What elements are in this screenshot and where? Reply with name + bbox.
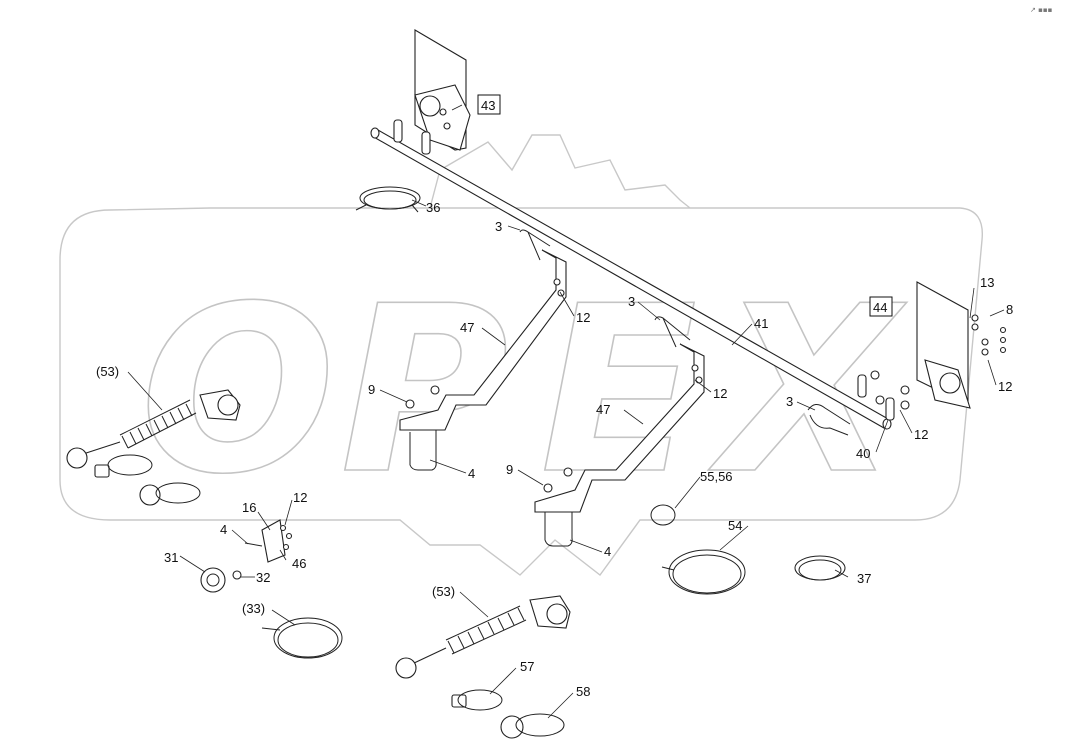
left-light-bracket	[393, 29, 471, 155]
callout-36: 36	[426, 200, 440, 215]
callout-40: 40	[856, 446, 870, 461]
callout-47-right-arm: 47	[596, 402, 610, 417]
socket-bracket-assembly	[200, 519, 293, 593]
callout-12-right-plate: 12	[998, 379, 1012, 394]
ring-55-56	[650, 504, 676, 526]
callout-3-bar-end: 3	[786, 394, 793, 409]
cable-58	[500, 713, 565, 739]
callout-9-right: 9	[506, 462, 513, 477]
right-support-arm	[534, 316, 705, 547]
callout-4-left: 4	[468, 466, 475, 481]
callout-3-right-arm: 3	[628, 294, 635, 309]
callout-33: (33)	[242, 601, 265, 616]
cable-coil-36	[355, 186, 421, 213]
callout-37: 37	[857, 571, 871, 586]
callout-8: 8	[1006, 302, 1013, 317]
callout-31: 31	[164, 550, 178, 565]
callout-12-left-arm: 12	[576, 310, 590, 325]
cable-coil-33	[261, 617, 343, 659]
callout-43: 43	[481, 98, 495, 113]
callout-12-bar-end: 12	[914, 427, 928, 442]
leader-lines	[127, 104, 1005, 719]
callout-41: 41	[754, 316, 768, 331]
callout-53-bottom: (53)	[432, 584, 455, 599]
callout-13: 13	[980, 275, 994, 290]
callout-box-44	[869, 296, 893, 317]
callout-12-socket: 12	[293, 490, 307, 505]
spiral-cable-bottom	[395, 595, 571, 679]
callout-47-left-arm: 47	[460, 320, 474, 335]
watermark-gear-outline	[59, 134, 984, 576]
callout-labels: 43 44 36 3 12 47 (53) 9 4 3 41 12 47 13 …	[96, 94, 1013, 699]
spiral-cable-left	[66, 389, 241, 506]
callout-32: 32	[256, 570, 270, 585]
callout-16: 16	[242, 500, 256, 515]
corner-mark: ↗ ▪▪▪	[1030, 6, 1053, 14]
callout-53-left: (53)	[96, 364, 119, 379]
right-light-bracket	[857, 281, 1007, 421]
callout-4-socket: 4	[220, 522, 227, 537]
u-bolt-right	[807, 404, 851, 436]
callout-44: 44	[873, 300, 887, 315]
callout-12-right-arm: 12	[713, 386, 727, 401]
callout-3-left-arm: 3	[495, 219, 502, 234]
callout-57: 57	[520, 659, 534, 674]
callout-4-right: 4	[604, 544, 611, 559]
callout-46: 46	[292, 556, 306, 571]
cable-57	[451, 689, 503, 711]
callout-54: 54	[728, 518, 742, 533]
cable-coil-37	[794, 555, 846, 581]
callout-58: 58	[576, 684, 590, 699]
watermark-letter-o: O	[140, 258, 336, 525]
callout-55-56: 55,56	[700, 469, 733, 484]
callout-9-left: 9	[368, 382, 375, 397]
cable-coil-54	[661, 549, 746, 595]
callout-box-43	[477, 94, 501, 115]
